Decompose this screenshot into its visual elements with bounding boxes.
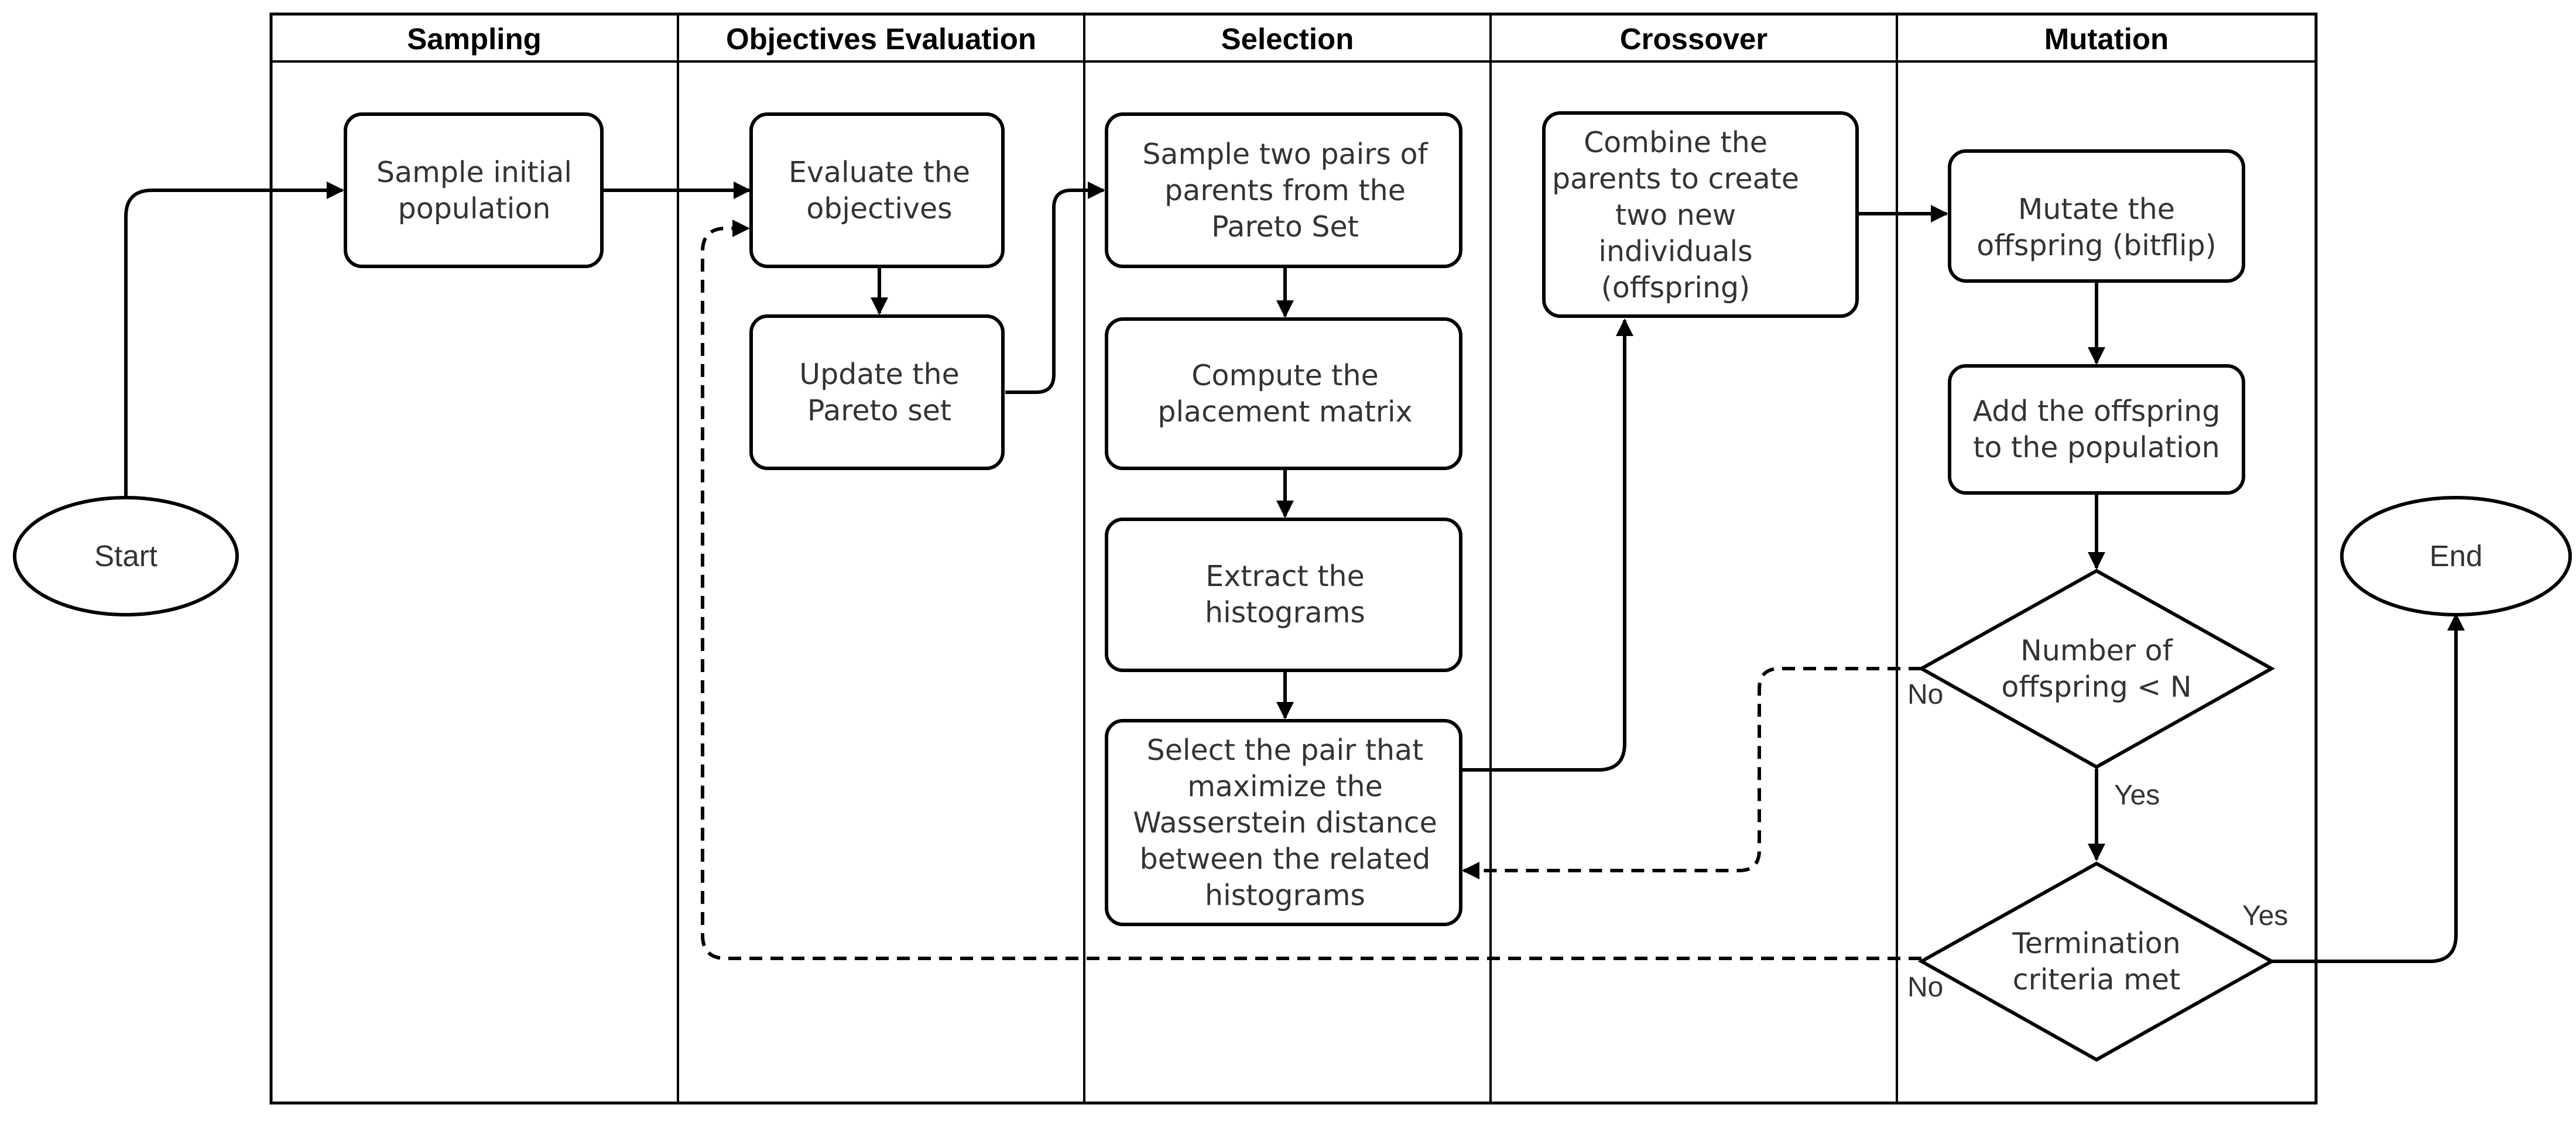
- edge-label-term-yes: Yes: [2242, 900, 2288, 931]
- node-evaluate-objectives-line-1: Evaluate the: [789, 156, 970, 189]
- edge-label-term-no: No: [1907, 972, 1943, 1003]
- edge-label-count-yes: Yes: [2114, 780, 2160, 811]
- swimlane-frame: [269, 12, 2318, 1105]
- node-update-pareto-set-line-1: Update the: [799, 358, 959, 391]
- edge-update-to-sample-parents: [1005, 181, 1105, 394]
- node-mutate-offspring-line-1: Mutate the: [2018, 193, 2175, 226]
- end-terminal-label: End: [2430, 539, 2483, 573]
- node-combine-parents-line-5: (offspring): [1601, 271, 1751, 304]
- start-terminal-label: Start: [94, 539, 157, 573]
- node-sample-parent-pairs-line-1: Sample two pairs of: [1142, 138, 1429, 171]
- node-add-offspring-line-2: to the population: [1973, 431, 2220, 464]
- node-select-wasserstein-pair-line-5: histograms: [1205, 879, 1365, 912]
- node-extract-histograms-line-2: histograms: [1205, 596, 1365, 629]
- node-sample-initial-population-line-1: Sample initial: [376, 156, 572, 189]
- node-combine-parents-line-4: individuals: [1598, 235, 1752, 268]
- end-terminal: End: [2340, 496, 2572, 616]
- node-select-wasserstein-pair-line-3: Wasserstein distance: [1133, 806, 1437, 840]
- node-combine-parents-line-2: parents to create: [1552, 162, 1799, 196]
- lane-title-mutation: Mutation: [2044, 22, 2169, 56]
- node-combine-parents-line-1: Combine the: [1584, 126, 1767, 159]
- decision-termination-line-2: criteria met: [2013, 963, 2181, 996]
- node-extract-histograms-line-1: Extract the: [1205, 560, 1365, 593]
- node-sample-parent-pairs-line-3: Pareto Set: [1211, 210, 1359, 244]
- edge-label-count-no: No: [1907, 679, 1943, 710]
- node-update-pareto-set-line-2: Pareto set: [807, 394, 951, 427]
- edges: [124, 181, 2465, 963]
- lane-title-crossover: Crossover: [1620, 22, 1767, 56]
- node-select-wasserstein-pair-line-4: between the related: [1140, 842, 1431, 876]
- decision-offspring-count-line-2: offspring < N: [2001, 670, 2191, 704]
- lane-title-sampling: Sampling: [407, 22, 542, 56]
- edge-select-to-combine: [1462, 318, 1633, 772]
- node-combine-parents-line-3: two new: [1615, 198, 1736, 232]
- decision-termination-line-1: Termination: [2012, 927, 2180, 960]
- node-sample-initial-population-line-2: population: [398, 192, 551, 225]
- edge-term-no-to-evaluate: [701, 220, 1921, 960]
- edge-count-no-to-select: [1462, 667, 1921, 879]
- edge-start-to-sample: [124, 181, 344, 498]
- lane-title-objectives-evaluation: Objectives Evaluation: [726, 22, 1036, 56]
- node-select-wasserstein-pair-line-2: maximize the: [1187, 770, 1383, 803]
- node-compute-placement-matrix-line-1: Compute the: [1191, 359, 1378, 392]
- decision-offspring-count-line-1: Number of: [2020, 634, 2173, 667]
- node-sample-parent-pairs-line-2: parents from the: [1164, 174, 1406, 207]
- node-add-offspring-line-1: Add the offspring: [1973, 395, 2221, 428]
- node-compute-placement-matrix-line-2: placement matrix: [1157, 395, 1412, 429]
- node-evaluate-objectives-line-2: objectives: [806, 192, 952, 225]
- start-terminal: Start: [13, 496, 239, 616]
- edge-term-yes-to-end: [2272, 613, 2465, 963]
- lane-title-selection: Selection: [1221, 22, 1354, 56]
- node-select-wasserstein-pair-line-1: Select the pair that: [1147, 734, 1424, 767]
- node-mutate-offspring-line-2: offspring (bitflip): [1976, 229, 2217, 262]
